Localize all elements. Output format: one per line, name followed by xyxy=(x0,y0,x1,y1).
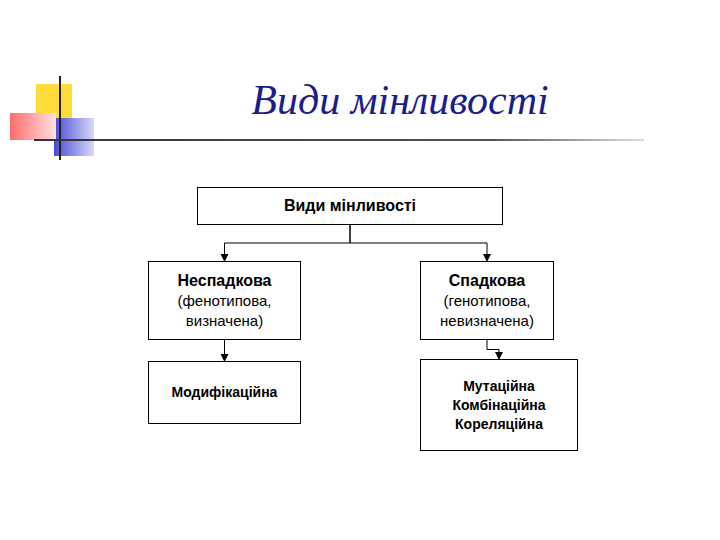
arrow-connector xyxy=(350,225,487,261)
category-box: МутаційнаКомбінаційнаКореляційна xyxy=(420,359,578,451)
red-square xyxy=(10,113,56,140)
box-heading: Мутаційна xyxy=(427,377,571,396)
box-text: (фенотипова, визначена) xyxy=(155,291,294,331)
slide-title: Види мінливості xyxy=(150,76,650,124)
arrow-connector xyxy=(487,340,499,359)
box-text: (генотипова, невизначена) xyxy=(427,291,547,331)
category-box: Модифікаційна xyxy=(148,361,301,424)
arrow-connector xyxy=(225,225,351,261)
title-rule xyxy=(34,139,644,141)
box-text: Кореляційна xyxy=(427,415,571,434)
box-heading: Модифікаційна xyxy=(155,383,294,402)
box-heading: Неспадкова xyxy=(155,271,294,291)
category-box: Спадкова(генотипова, невизначена) xyxy=(420,261,554,340)
box-heading: Спадкова xyxy=(427,271,547,291)
box-text: Комбінаційна xyxy=(427,396,571,415)
deco-vertical-line xyxy=(59,76,61,160)
root-box: Види мінливості xyxy=(197,187,503,225)
category-box: Неспадкова(фенотипова, визначена) xyxy=(148,261,301,340)
box-heading: Види мінливості xyxy=(204,196,496,216)
arrow-connector xyxy=(224,340,225,361)
